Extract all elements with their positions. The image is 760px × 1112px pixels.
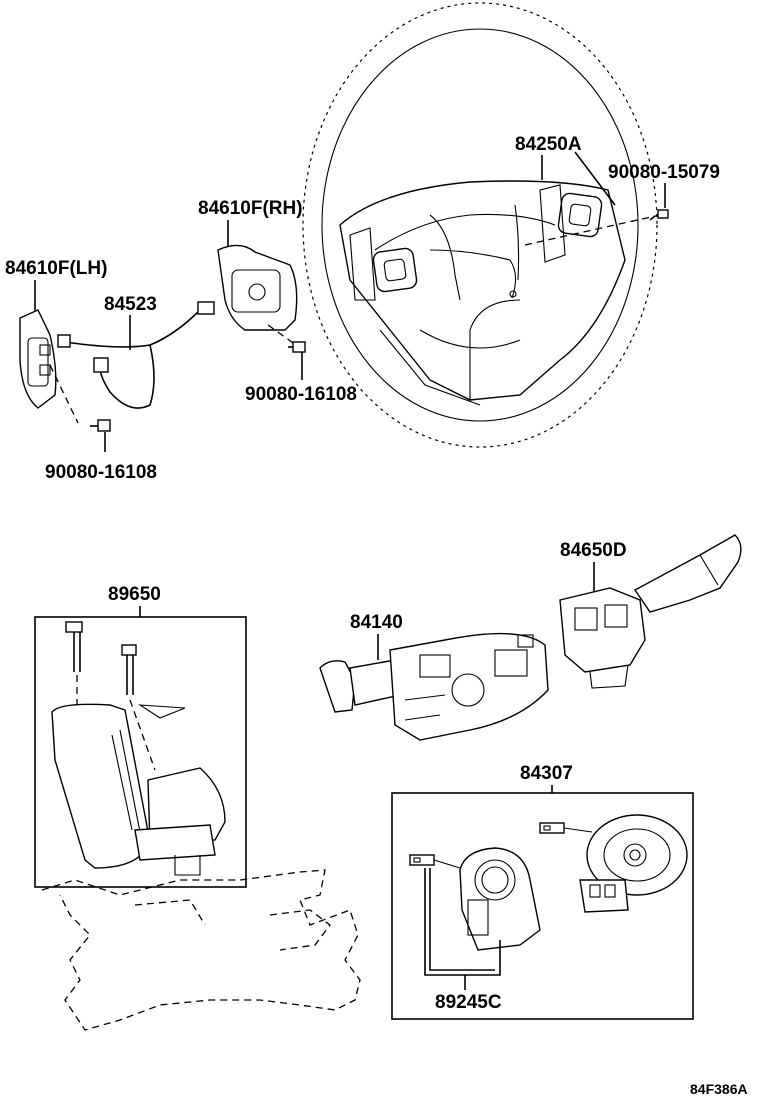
diagram-code: 84F386A	[690, 1081, 748, 1097]
wiper-switch[interactable]	[559, 534, 742, 689]
callout-84650D: 84650D	[560, 540, 627, 561]
spiral-cable[interactable]	[579, 814, 688, 913]
callout-84610F-LH: 84610F(LH)	[5, 258, 107, 279]
airbag-sensor-assembly[interactable]	[51, 621, 226, 876]
steering-switch-lh[interactable]	[19, 309, 57, 409]
wire-harness[interactable]	[57, 301, 215, 409]
screw-icon	[288, 341, 306, 353]
screw-icon	[649, 209, 669, 221]
turn-signal-switch[interactable]	[319, 632, 549, 741]
callout-89245C: 89245C	[435, 992, 502, 1013]
steering-sensor[interactable]	[459, 847, 541, 951]
callout-90080-16108-lh: 90080-16108	[45, 462, 157, 483]
group-box-84307	[391, 792, 694, 1020]
steering-switch-rh[interactable]	[217, 244, 298, 331]
connector-icon	[539, 822, 565, 834]
steering-wheel[interactable]	[302, 2, 658, 448]
callout-90080-15079: 90080-15079	[608, 162, 720, 183]
connector-icon	[409, 854, 435, 866]
callout-84140: 84140	[350, 612, 403, 633]
callout-84523: 84523	[104, 294, 157, 315]
mounting-bracket-phantom	[41, 869, 361, 1031]
callout-84610F-RH: 84610F(RH)	[198, 198, 303, 219]
callout-84250A: 84250A	[515, 134, 582, 155]
callout-84307: 84307	[520, 763, 573, 784]
screw-icon	[90, 419, 111, 432]
group-box-89650	[34, 616, 247, 888]
callout-89650: 89650	[108, 584, 161, 605]
callout-90080-16108-rh: 90080-16108	[245, 384, 357, 405]
